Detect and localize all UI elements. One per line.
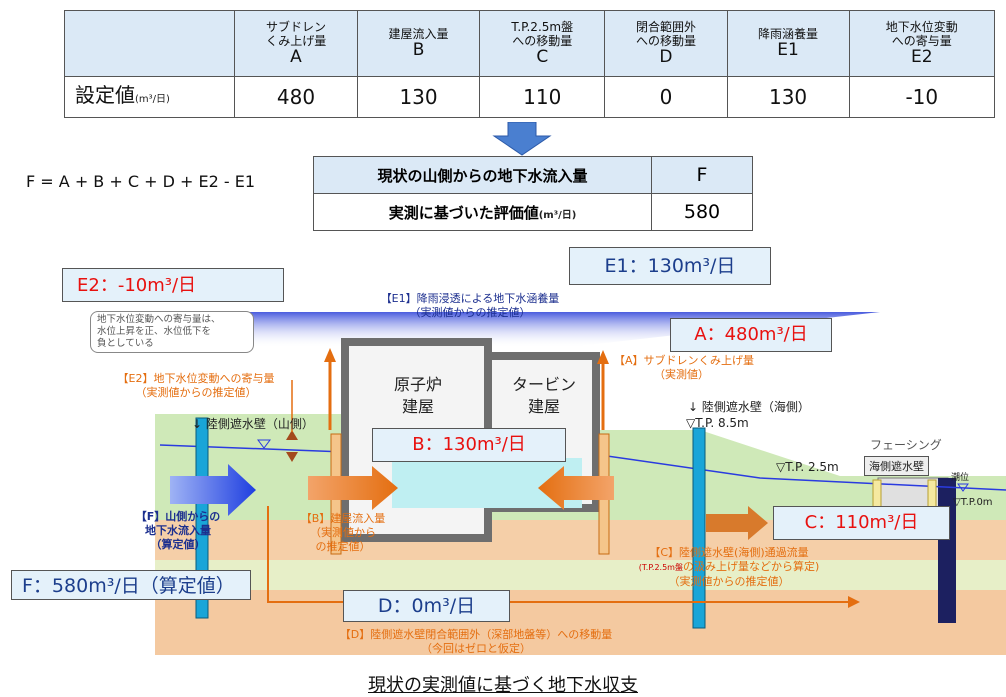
water-level-label: 潮位 [951,473,970,483]
wall-sea-label: ↓ 陸側遮水壁（海側） [688,400,810,414]
reactor-label: 原子炉建屋 [393,375,442,416]
e2-arrow-down [286,452,298,462]
f-table: 現状の山側からの地下水流入量 F 実測に基づいた評価値(m³/日) 580 [313,156,753,231]
f-header-code: F [651,156,753,194]
tp0-label: ▽T.P.0m [953,497,993,508]
c-arrow [706,506,768,540]
table-cell: 130 [726,76,850,118]
b-box: B：130m³/日 [372,428,566,462]
turbine-label: タービン建屋 [511,375,576,416]
e1-box: E1：130m³/日 [569,247,771,285]
page-caption: 現状の実測値に基づく地下水収支 [368,675,638,696]
e2-arrow-up [286,430,298,440]
sea-wall-label: 海側遮水壁 [864,456,929,476]
formula: F = A + B + C + D + E2 - E1 [26,172,256,191]
f-value: 580 [651,193,753,231]
d-arrow-head [848,596,860,608]
b-description: 【B】建屋流入量（実測値からの推定値） [300,512,386,553]
c-description: 【C】陸側遮水壁(海側)通過流量(T.P.2.5m盤の汲み上げ量などから算定)（… [638,546,820,588]
e2-box: E2：-10m³/日 [62,268,284,302]
f-arrow [170,464,256,516]
d-description: 【D】陸側遮水壁閉合範囲外（深部地盤等）への移動量（今回はゼロと仮定） [339,628,613,655]
b-arrow-right [538,466,614,510]
water-level-marker [257,439,271,449]
b-arrow-left [308,466,398,510]
f-box: F：580m³/日（算定値） [11,570,251,600]
facing-label: フェーシング [870,438,942,452]
land-wall-mountain [195,417,209,619]
a-arrow-head [597,350,609,364]
table-cell: 130 [356,76,481,118]
table-cell: -10 [848,76,996,118]
tp85-label: ▽T.P. 8.5m [686,416,749,430]
d-box: D：0m³/日 [343,590,510,622]
e2-description: 【E2】地下水位変動への寄与量（実測値からの推定値） [117,372,275,399]
row-label: 設定値(m³/日) [64,76,235,118]
land-wall-sea [692,427,706,629]
a-description: 【A】サブドレンくみ上げ量（実測値） [614,354,754,381]
f-description: 【F】山側からの地下水流入量（算定値） [135,510,221,551]
table-corner [64,10,235,77]
table-cell: 110 [479,76,606,118]
tp25-label: ▽T.P. 2.5m [776,460,839,474]
e1-description: 【E1】降雨浸透による地下水涵養量（実測値からの推定値） [380,292,560,319]
d-arrow-line [267,506,850,603]
wall-mountain-label: ↓ 陸側遮水壁（山側） [192,417,314,431]
table-cell: 480 [234,76,358,118]
table-cell: 0 [604,76,728,118]
a-arrow-head [324,348,336,362]
a-box: A：480m³/日 [670,318,832,352]
water-level-marker [957,483,969,492]
e2-note: 地下水位変動への寄与量は、水位上昇を正、水位低下を負としている [90,311,254,353]
f-header: 現状の山側からの地下水流入量 [313,156,652,194]
down-arrow-icon [492,122,552,156]
c-box: C：110m³/日 [773,506,950,540]
ground-layer [155,560,1006,590]
